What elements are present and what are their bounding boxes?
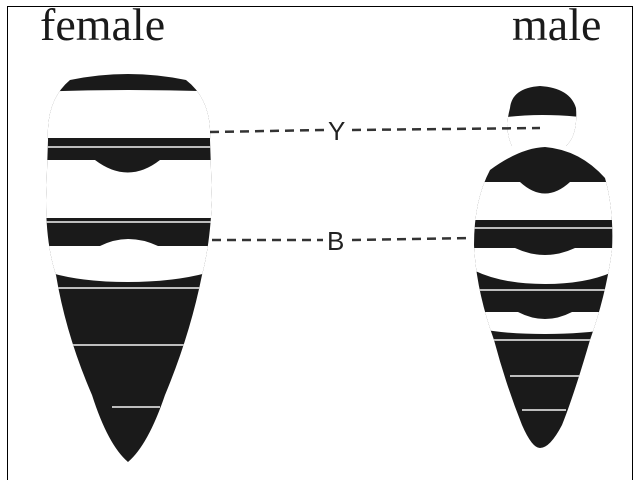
male-abdomen (460, 140, 630, 460)
callout-line-b-right (352, 238, 472, 240)
callout-label-b: B (325, 228, 346, 254)
male-yellow-band-1 (500, 115, 590, 150)
female-abdomen (30, 60, 230, 480)
male-label: male (512, 2, 601, 48)
female-yellow-band-1 (30, 90, 230, 138)
female-label: female (40, 2, 165, 48)
callout-label-y: Y (326, 118, 347, 144)
male-first-segment (500, 80, 590, 150)
callout-line-y-left (210, 130, 325, 132)
